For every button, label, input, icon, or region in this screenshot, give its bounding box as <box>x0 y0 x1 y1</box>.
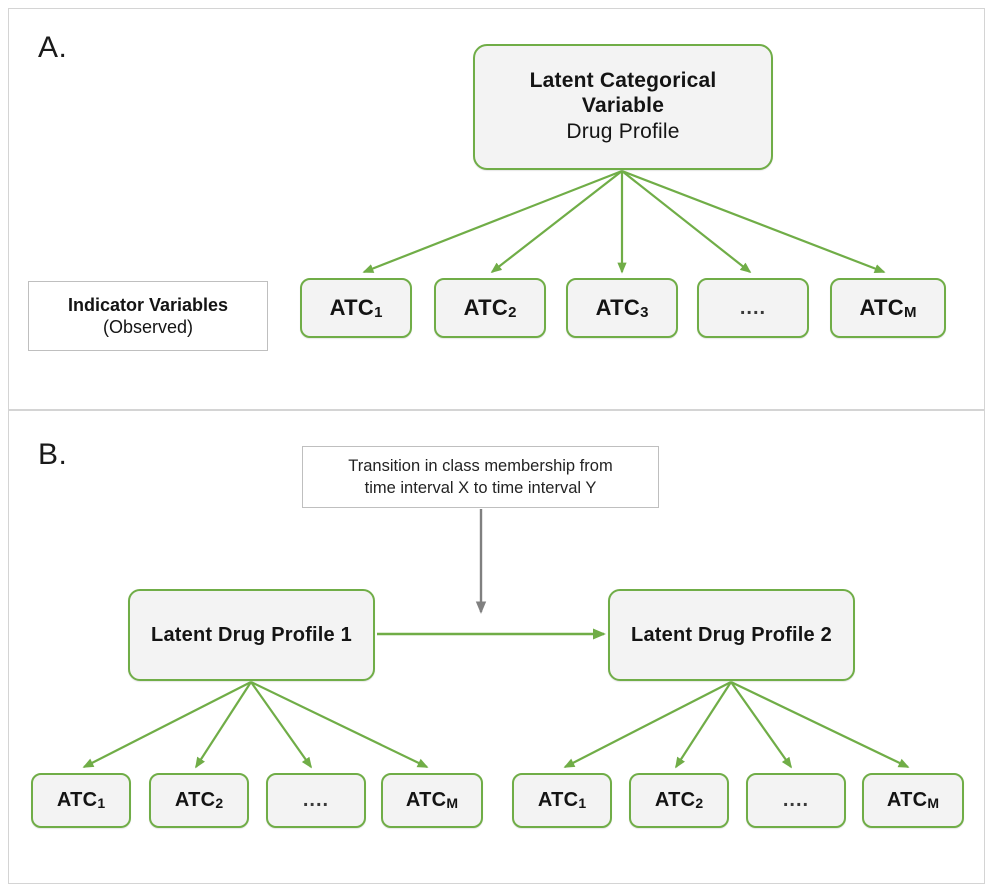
panel-b-right-indicator-node-2[interactable]: ATC2 <box>629 773 729 828</box>
panel-a-label: A. <box>38 31 68 64</box>
panel-b-label: B. <box>38 438 68 471</box>
indicator-box-line-2: (Observed) <box>102 317 194 337</box>
panel-a-indicator-label-ellipsis: .... <box>739 296 767 319</box>
transition-text-line-2: time interval X to time interval Y <box>364 479 597 497</box>
panel-b-left-indicator-label-ellipsis: .... <box>302 789 330 811</box>
transition-annotation-box: Transition in class membership from time… <box>302 446 659 508</box>
panel-a-indicator-label-1: ATC1 <box>329 295 383 321</box>
panel-a-indicator-label-2: ATC2 <box>463 295 517 321</box>
latent-drug-profile-2-label: Latent Drug Profile 2 <box>631 623 832 646</box>
indicator-box-line-1: Indicator Variables <box>67 294 229 315</box>
latent-drug-profile-1-label: Latent Drug Profile 1 <box>151 623 352 646</box>
latent-drug-profile-2-box[interactable]: Latent Drug Profile 2 <box>608 589 855 681</box>
panel-b-left-indicator-label-1: ATC1 <box>56 789 106 811</box>
panel-a-indicator-node-m[interactable]: ATCM <box>830 278 946 338</box>
panel-a-indicator-node-3[interactable]: ATC3 <box>566 278 678 338</box>
panel-b-right-indicator-label-ellipsis: .... <box>782 789 810 811</box>
latent-drug-profile-1-box[interactable]: Latent Drug Profile 1 <box>128 589 375 681</box>
panel-a-indicator-node-1[interactable]: ATC1 <box>300 278 412 338</box>
transition-text-line-1: Transition in class membership from <box>348 456 613 475</box>
panel-b-right-indicator-label-2: ATC2 <box>654 789 704 811</box>
panel-b-right-indicator-node-ellipsis[interactable]: .... <box>746 773 846 828</box>
latent-box-line-3: Drug Profile <box>566 119 680 143</box>
panel-b-right-indicator-node-m[interactable]: ATCM <box>862 773 964 828</box>
panel-b-left-indicator-node-1[interactable]: ATC1 <box>31 773 131 828</box>
panel-b-right-indicator-label-1: ATC1 <box>537 789 587 811</box>
panel-divider <box>8 409 985 411</box>
panel-b-left-indicator-label-2: ATC2 <box>174 789 224 811</box>
latent-categorical-variable-box[interactable]: Latent Categorical Variable Drug Profile <box>473 44 773 170</box>
panel-a-indicator-node-2[interactable]: ATC2 <box>434 278 546 338</box>
panel-b-left-indicator-label-m: ATCM <box>405 789 459 811</box>
latent-box-line-1: Latent Categorical <box>529 69 717 93</box>
panel-b-left-indicator-node-2[interactable]: ATC2 <box>149 773 249 828</box>
panel-b-left-indicator-node-m[interactable]: ATCM <box>381 773 483 828</box>
panel-a-indicator-node-ellipsis[interactable]: .... <box>697 278 809 338</box>
panel-a-indicator-label-m: ATCM <box>859 295 917 321</box>
panel-b-left-indicator-node-ellipsis[interactable]: .... <box>266 773 366 828</box>
latent-box-line-2: Variable <box>581 94 665 118</box>
indicator-variables-legend-box: Indicator Variables (Observed) <box>28 281 268 351</box>
panel-b-right-indicator-node-1[interactable]: ATC1 <box>512 773 612 828</box>
panel-b-right-indicator-label-m: ATCM <box>886 789 940 811</box>
panel-a-indicator-label-3: ATC3 <box>595 295 649 321</box>
